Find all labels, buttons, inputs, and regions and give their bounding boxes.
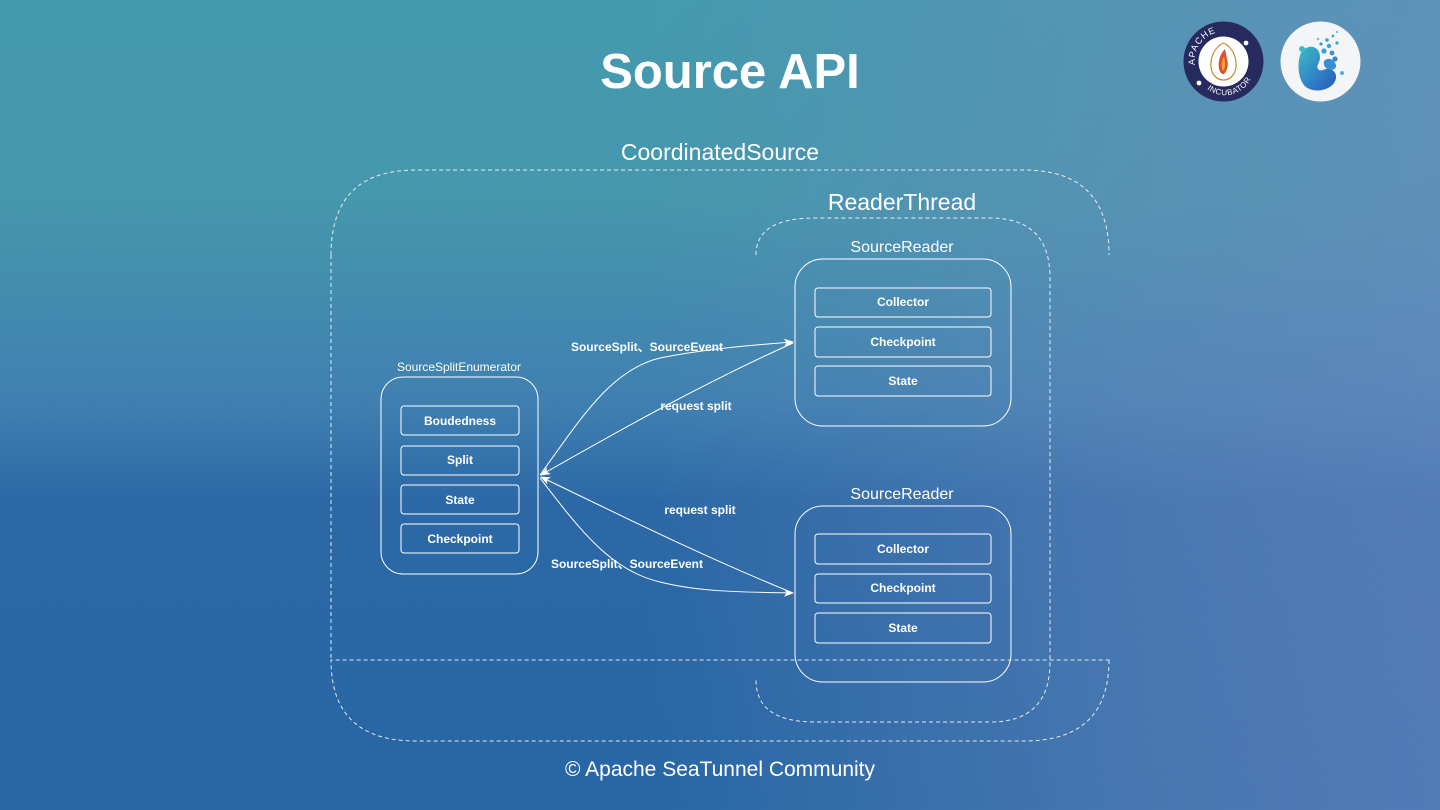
edge-split-to-reader-2 <box>539 477 794 597</box>
reader-2-item: Checkpoint <box>814 573 992 604</box>
reader-2-item: State <box>814 612 992 644</box>
seatunnel-logo <box>1280 21 1361 102</box>
reader-item-label: Checkpoint <box>870 335 935 349</box>
enumerator-label: SourceSplitEnumerator <box>397 360 521 374</box>
enumerator-item: Checkpoint <box>400 523 520 554</box>
reader-item-label: Collector <box>877 542 929 556</box>
source-reader-2-label: SourceReader <box>850 486 954 503</box>
edge-label: SourceSplit、SourceEvent <box>571 340 723 354</box>
apache-incubator-logo: APACHE INCUBATOR <box>1183 21 1264 102</box>
enumerator-item: State <box>400 484 520 515</box>
edge-label: request split <box>660 399 731 413</box>
source-reader-1-box <box>794 258 1012 427</box>
source-reader-2-box <box>794 505 1012 683</box>
coordinated-source-boundary <box>330 169 1110 742</box>
source-reader-1-label: SourceReader <box>850 239 954 256</box>
reader-thread-boundary <box>755 217 1051 723</box>
edge-label: request split <box>664 503 735 517</box>
reader-1-item: Collector <box>814 287 992 318</box>
enumerator-item-label: Boudedness <box>424 414 496 428</box>
reader-1-item: Checkpoint <box>814 326 992 358</box>
enumerator-item-label: Checkpoint <box>427 532 492 546</box>
reader-thread-label: ReaderThread <box>828 189 976 215</box>
coordinated-source-label: CoordinatedSource <box>621 139 819 165</box>
reader-item-label: State <box>888 374 918 388</box>
enumerator-item: Boudedness <box>400 405 520 436</box>
footer-copyright: © Apache SeaTunnel Community <box>564 758 876 781</box>
edge-request-from-reader-1 <box>540 342 794 476</box>
slide-title: Source API <box>600 45 860 99</box>
reader-item-label: Collector <box>877 295 929 309</box>
enumerator-item-label: State <box>445 493 475 507</box>
reader-2-item: Collector <box>814 533 992 565</box>
enumerator-item-label: Split <box>447 453 473 467</box>
reader-item-label: Checkpoint <box>870 581 935 595</box>
reader-1-item: State <box>814 365 992 397</box>
seatunnel-icon <box>1280 21 1361 102</box>
edge-label: SourceSplit、SourceEvent <box>551 557 703 571</box>
edge-split-to-reader-1 <box>539 338 794 476</box>
enumerator-item: Split <box>400 445 520 476</box>
apache-incubator-icon: APACHE INCUBATOR <box>1183 21 1264 102</box>
reader-item-label: State <box>888 621 918 635</box>
enumerator-box <box>380 376 539 575</box>
edge-request-from-reader-2 <box>540 476 794 594</box>
